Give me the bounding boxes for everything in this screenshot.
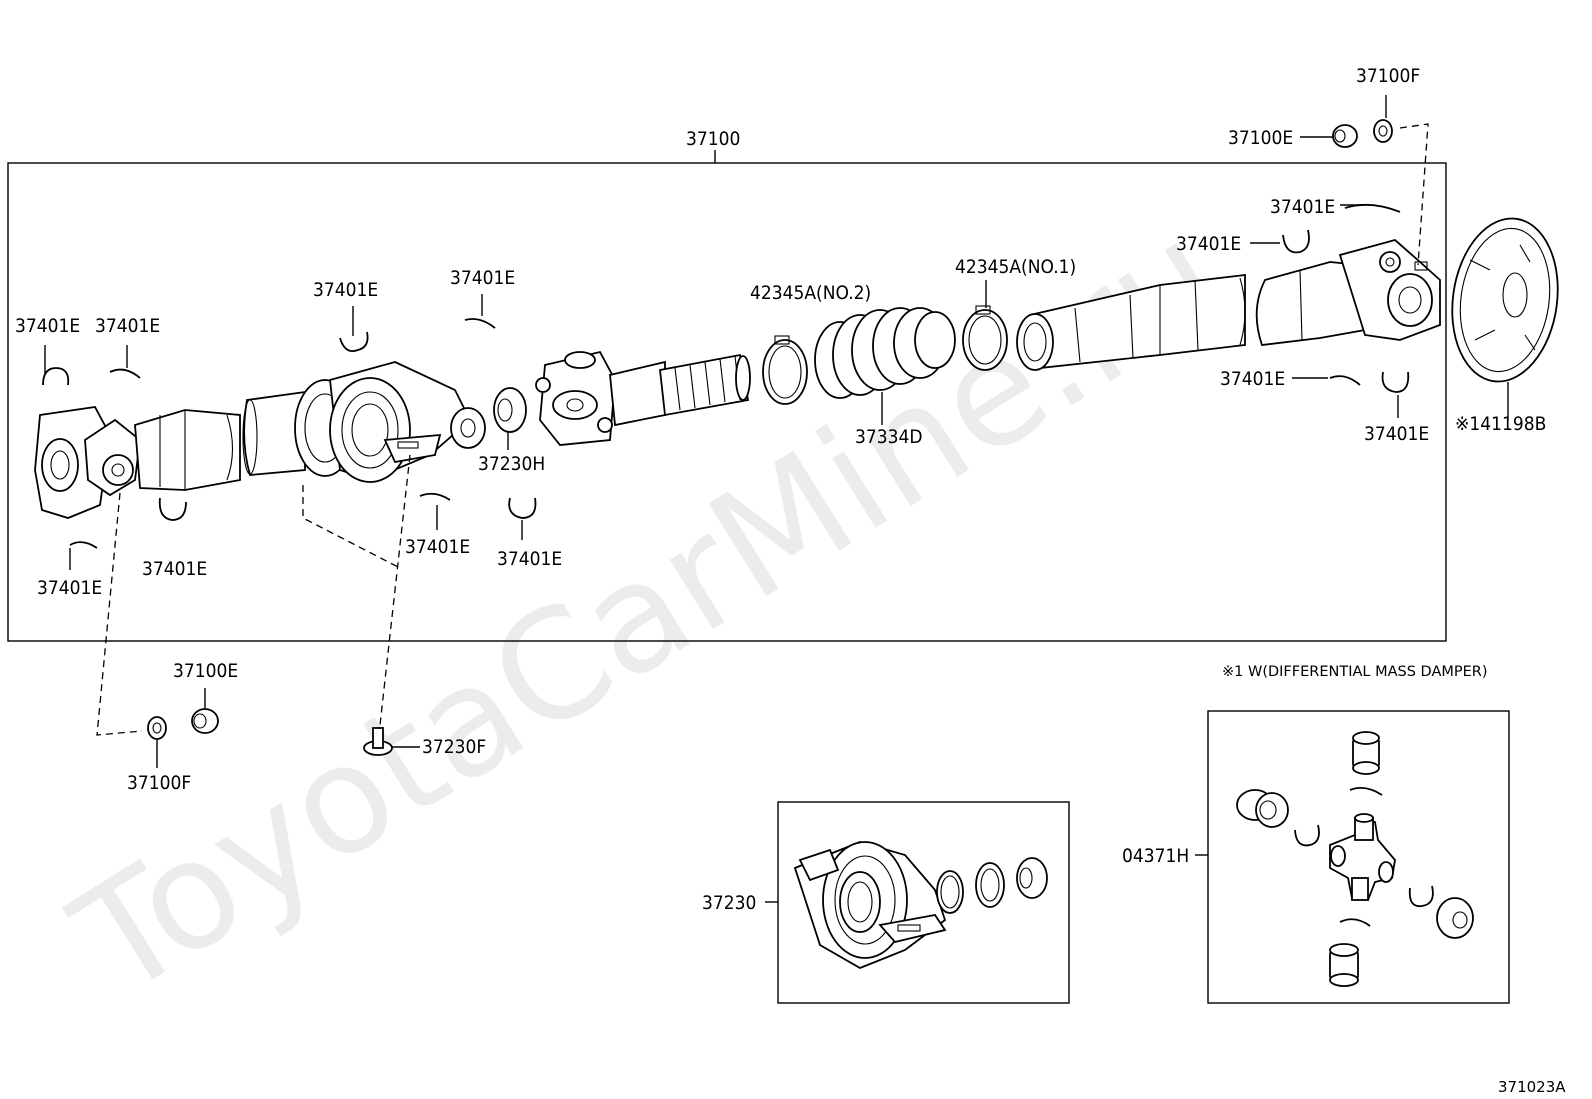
label-37230: 37230 <box>702 892 756 914</box>
footnote: ※1 W(DIFFERENTIAL MASS DAMPER) <box>1222 664 1488 680</box>
label-37401E-m1: 37401E <box>313 279 378 301</box>
label-42345A-no2: 42345A(NO.2) <box>750 282 871 304</box>
front-flange-yoke <box>34 406 241 519</box>
label-37100F-bottom: 37100F <box>127 772 191 794</box>
differential-mass-damper <box>1451 217 1559 420</box>
label-37401E-l5: 37401E <box>497 548 562 570</box>
label-37401E-m3: 37401E <box>405 536 470 558</box>
front-shaft-tube <box>242 390 306 476</box>
spider-kit-inset-parts <box>1236 731 1474 987</box>
label-37401E-r2: 37401E <box>1176 233 1241 255</box>
label-37100E-bottom: 37100E <box>173 660 238 682</box>
bolt-37230F <box>302 454 420 756</box>
assembly-frame <box>7 162 1447 642</box>
label-37230H: 37230H <box>478 453 545 475</box>
label-37401E-l3: 37401E <box>142 558 207 580</box>
bearing-cushion-37230H <box>493 387 527 450</box>
inset-spider-kit <box>1207 710 1510 1004</box>
label-37401E-l2: 37401E <box>95 315 160 337</box>
label-41198B: ※141198B <box>1455 413 1546 435</box>
rear-sleeve-tube <box>1016 273 1246 371</box>
label-37230F: 37230F <box>422 736 486 758</box>
label-37401E-l1: 37401E <box>15 315 80 337</box>
drawing-code: 371023A <box>1498 1078 1566 1096</box>
assembly-label: 37100 <box>686 128 740 150</box>
center-bearing-inset-parts <box>793 841 1048 969</box>
label-37401E-r4: 37401E <box>1364 423 1429 445</box>
center-support-bearing <box>294 361 486 483</box>
top-nut-washer <box>1300 95 1429 266</box>
boot-clamp-no1 <box>962 280 1008 371</box>
slip-yoke-spline <box>535 350 751 446</box>
label-04371H: 04371H <box>1122 845 1189 867</box>
label-37401E-m2: 37401E <box>450 267 515 289</box>
bottom-nut-washer <box>96 492 219 768</box>
snap-rings <box>42 203 1410 570</box>
label-37100E-top: 37100E <box>1228 127 1293 149</box>
dust-boot-37334D <box>814 307 956 425</box>
label-37334D: 37334D <box>855 426 923 448</box>
rear-yoke <box>1255 239 1441 346</box>
label-37401E-l4: 37401E <box>37 577 102 599</box>
label-37100F-top: 37100F <box>1356 65 1420 87</box>
label-37401E-r1: 37401E <box>1270 196 1335 218</box>
label-42345A-no1: 42345A(NO.1) <box>955 256 1076 278</box>
label-37401E-r3: 37401E <box>1220 368 1285 390</box>
boot-clamp-no2 <box>762 335 808 405</box>
